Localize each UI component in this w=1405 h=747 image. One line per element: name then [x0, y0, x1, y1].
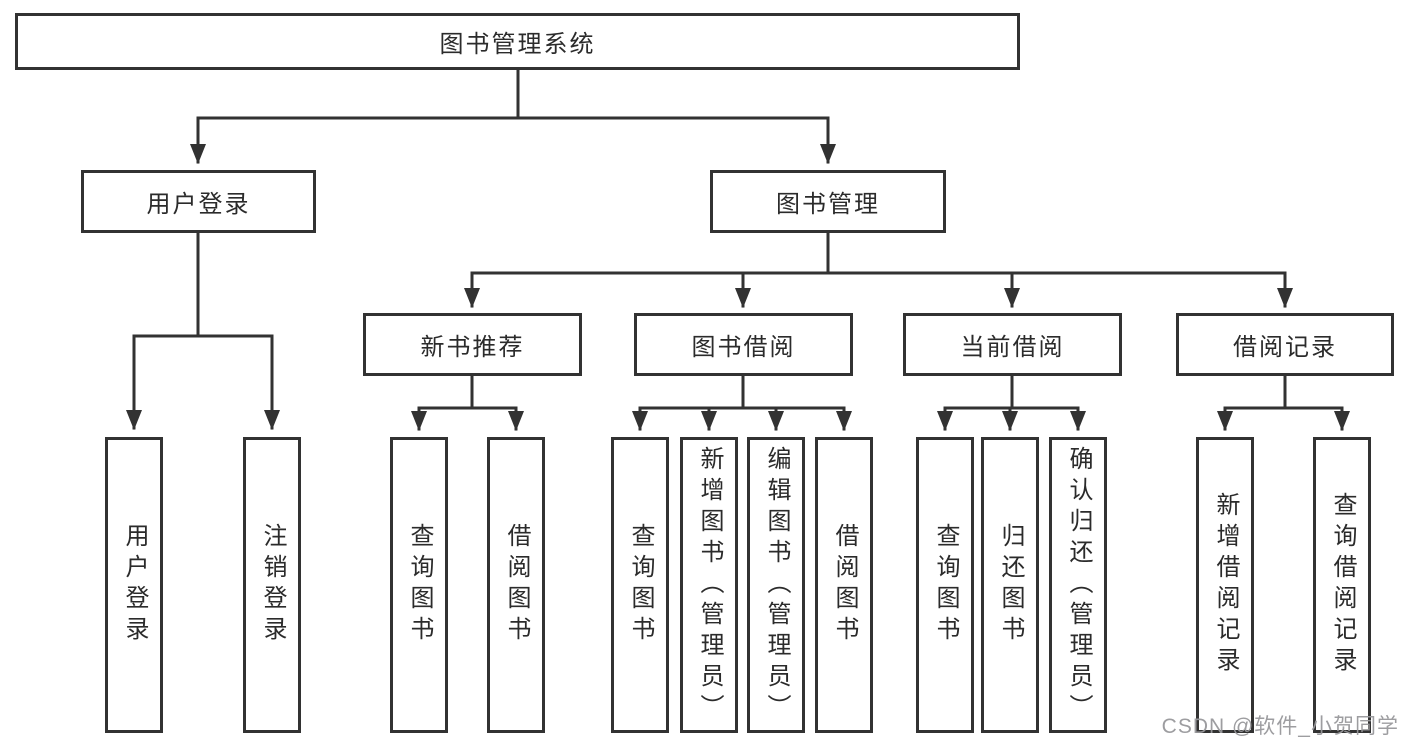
- leaf-label: 编辑图书（管理员）: [763, 445, 790, 725]
- leaf-query-books-borrowing: 查询图书: [611, 437, 669, 733]
- leaf-label: 新增借阅记录: [1212, 492, 1239, 678]
- node-book-borrowing: 图书借阅: [634, 313, 853, 376]
- node-current-borrowing: 当前借阅: [903, 313, 1122, 376]
- node-new-book-recommend: 新书推荐: [363, 313, 582, 376]
- leaf-user-login: 用户登录: [105, 437, 163, 733]
- leaf-label: 查询借阅记录: [1329, 492, 1356, 678]
- leaf-edit-books-admin: 编辑图书（管理员）: [747, 437, 805, 733]
- leaf-borrow-books-recommend: 借阅图书: [487, 437, 545, 733]
- node-book-management: 图书管理: [710, 170, 946, 233]
- node-user-login: 用户登录: [81, 170, 316, 233]
- leaf-label: 新增图书（管理员）: [696, 445, 723, 725]
- leaf-label: 确认归还（管理员）: [1065, 445, 1092, 725]
- leaf-label: 归还图书: [997, 523, 1024, 647]
- leaf-label: 注销登录: [259, 523, 286, 647]
- node-label: 新书推荐: [420, 334, 525, 361]
- leaf-label: 查询图书: [406, 523, 433, 647]
- node-root-library-system: 图书管理系统: [15, 13, 1020, 70]
- leaf-add-books-admin: 新增图书（管理员）: [680, 437, 738, 733]
- leaf-confirm-return-admin: 确认归还（管理员）: [1049, 437, 1107, 733]
- leaf-label: 查询图书: [627, 523, 654, 647]
- leaf-borrow-books: 借阅图书: [815, 437, 873, 733]
- node-label: 图书管理: [776, 191, 880, 218]
- node-label: 图书借阅: [691, 334, 796, 361]
- node-label: 图书管理系统: [439, 31, 596, 58]
- leaf-label: 查询图书: [932, 523, 959, 647]
- leaf-label: 用户登录: [121, 523, 148, 647]
- node-label: 借阅记录: [1233, 334, 1337, 361]
- leaf-logout-login: 注销登录: [243, 437, 301, 733]
- leaf-query-borrow-record: 查询借阅记录: [1313, 437, 1371, 733]
- csdn-watermark: CSDN @软件_小贺同学: [1161, 715, 1399, 738]
- leaf-query-books-current: 查询图书: [916, 437, 974, 733]
- node-borrowing-records: 借阅记录: [1176, 313, 1394, 376]
- node-label: 当前借阅: [960, 334, 1065, 361]
- node-label: 用户登录: [146, 191, 251, 218]
- leaf-return-books: 归还图书: [981, 437, 1039, 733]
- leaf-add-borrow-record: 新增借阅记录: [1196, 437, 1254, 733]
- leaf-label: 借阅图书: [831, 523, 858, 647]
- leaf-query-books-recommend: 查询图书: [390, 437, 448, 733]
- leaf-label: 借阅图书: [503, 523, 530, 647]
